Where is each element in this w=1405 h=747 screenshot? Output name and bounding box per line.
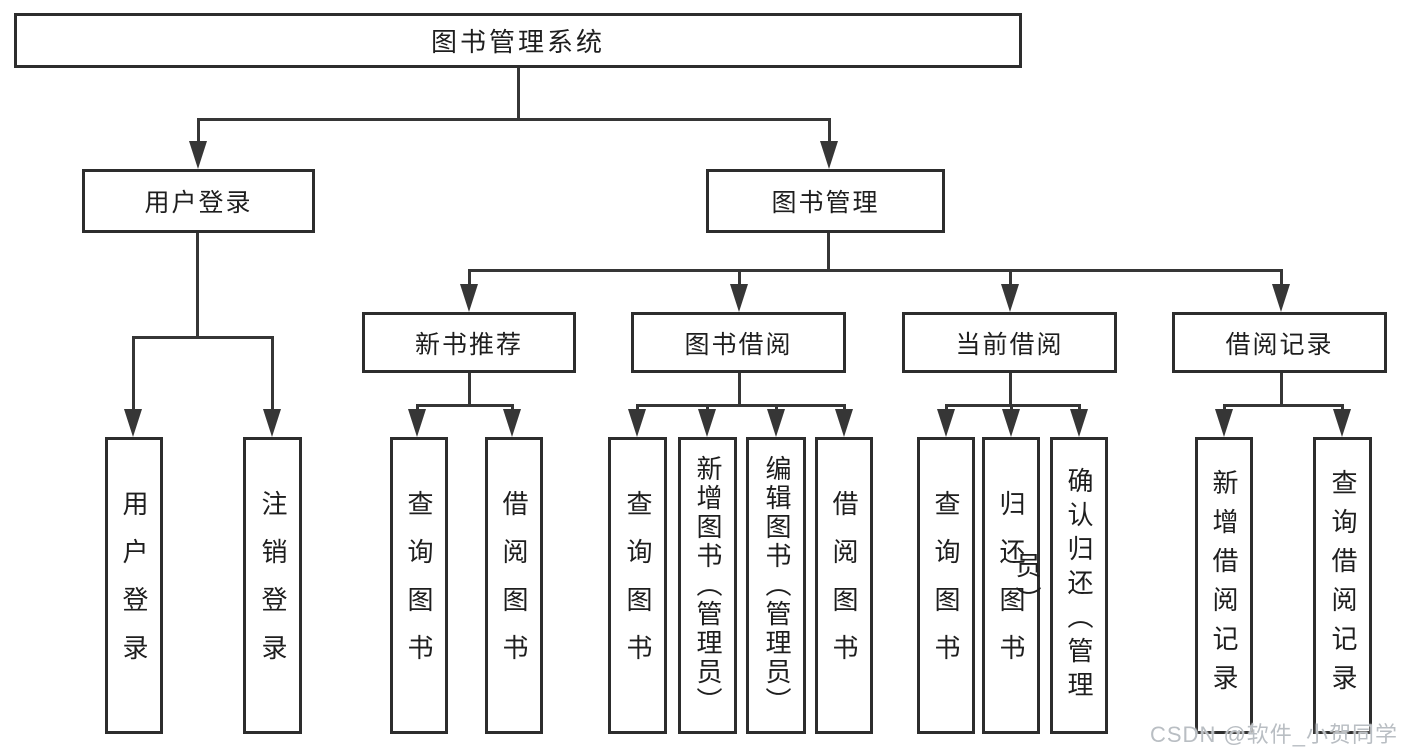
connector-stem-cb-query bbox=[945, 404, 948, 410]
connector-book-management-drop bbox=[827, 233, 830, 269]
arrowhead-cb-confirm bbox=[1070, 409, 1088, 437]
leaf-borrow-add-books-admin: 新增图书（管理员） bbox=[678, 437, 737, 734]
connector-stem-bb-edit bbox=[775, 404, 778, 410]
leaf-current-confirm-return-admin: 确认归还（管理员） bbox=[1012, 437, 1108, 734]
connector-stem-nb-borrow bbox=[511, 404, 514, 410]
connector-user-login-drop bbox=[196, 233, 199, 337]
connector-stem-book-management bbox=[828, 118, 831, 144]
connector-stem-current-borrow bbox=[1009, 269, 1012, 284]
connector-user-login-bar bbox=[133, 336, 273, 339]
connector-stem-cb-return bbox=[1010, 404, 1013, 410]
arrowhead-br-add bbox=[1215, 409, 1233, 437]
leaf-records-add-borrow-record: 新增借阅记录 bbox=[1195, 437, 1253, 734]
csdn-watermark: CSDN @软件_小贺同学 bbox=[1150, 722, 1399, 747]
leaf-borrow-query-books: 查询图书 bbox=[608, 437, 667, 734]
connector-book-borrow-drop bbox=[738, 373, 741, 404]
connector-stem-user-login bbox=[197, 118, 200, 144]
node-current-borrow: 当前借阅 bbox=[902, 312, 1117, 373]
leaf-records-query-borrow-record: 查询借阅记录 bbox=[1313, 437, 1372, 734]
arrowhead-leaf-logout bbox=[263, 409, 281, 437]
node-new-book-recommend: 新书推荐 bbox=[362, 312, 576, 373]
connector-stem-br-add bbox=[1223, 404, 1226, 410]
connector-stem-bb-borrow bbox=[843, 404, 846, 410]
connector-new-book-bar bbox=[417, 404, 513, 407]
arrowhead-book-borrow bbox=[730, 284, 748, 312]
connector-stem-bb-query bbox=[636, 404, 639, 410]
arrowhead-cb-query bbox=[937, 409, 955, 437]
node-borrow-records-label: 借阅记录 bbox=[1225, 330, 1334, 359]
node-current-borrow-label: 当前借阅 bbox=[955, 330, 1064, 359]
connector-level3-bar bbox=[469, 269, 1282, 272]
node-borrow-records: 借阅记录 bbox=[1172, 312, 1387, 373]
connector-stem-bb-add bbox=[706, 404, 709, 410]
arrowhead-bb-query bbox=[628, 409, 646, 437]
arrowhead-nb-query bbox=[408, 409, 426, 437]
leaf-logout: 注销登录 bbox=[243, 437, 302, 734]
node-root: 图书管理系统 bbox=[14, 13, 1022, 68]
arrowhead-bb-borrow bbox=[835, 409, 853, 437]
connector-book-borrow-bar bbox=[637, 404, 845, 407]
node-book-borrow: 图书借阅 bbox=[631, 312, 846, 373]
node-new-book-recommend-label: 新书推荐 bbox=[414, 330, 523, 359]
arrowhead-borrow-records bbox=[1272, 284, 1290, 312]
node-root-label: 图书管理系统 bbox=[430, 27, 605, 57]
leaf-current-query-books: 查询图书 bbox=[917, 437, 975, 734]
connector-stem-cb-confirm bbox=[1078, 404, 1081, 410]
connector-stem-borrow-records bbox=[1280, 269, 1283, 284]
node-book-management-label: 图书管理 bbox=[771, 189, 880, 217]
leaf-borrow-borrow-books: 借阅图书 bbox=[815, 437, 873, 734]
leaf-newbook-query-books: 查询图书 bbox=[390, 437, 448, 734]
arrowhead-leaf-user-login bbox=[124, 409, 142, 437]
node-user-login: 用户登录 bbox=[82, 169, 315, 233]
connector-stem-leaf-logout bbox=[271, 336, 274, 409]
node-book-borrow-label: 图书借阅 bbox=[684, 330, 793, 359]
leaf-user-login: 用户登录 bbox=[105, 437, 163, 734]
arrowhead-user-login bbox=[189, 141, 207, 169]
arrowhead-new-book bbox=[460, 284, 478, 312]
node-book-management: 图书管理 bbox=[706, 169, 945, 233]
arrowhead-current-borrow bbox=[1001, 284, 1019, 312]
connector-stem-leaf-user-login bbox=[132, 336, 135, 409]
arrowhead-br-query bbox=[1333, 409, 1351, 437]
leaf-borrow-edit-books-admin: 编辑图书（管理员） bbox=[746, 437, 806, 734]
arrowhead-bb-edit bbox=[767, 409, 785, 437]
arrowhead-nb-borrow bbox=[503, 409, 521, 437]
connector-root-drop bbox=[517, 68, 520, 118]
connector-stem-nb-query bbox=[416, 404, 419, 410]
connector-new-book-drop bbox=[468, 373, 471, 404]
connector-stem-br-query bbox=[1341, 404, 1344, 410]
connector-level1-bar bbox=[198, 118, 830, 121]
arrowhead-bb-add bbox=[698, 409, 716, 437]
leaf-current-return-books: 归还图书 bbox=[982, 437, 1040, 734]
connector-borrow-records-bar bbox=[1224, 404, 1343, 407]
connector-current-borrow-drop bbox=[1009, 373, 1012, 404]
node-user-login-label: 用户登录 bbox=[144, 189, 253, 217]
arrowhead-cb-return bbox=[1002, 409, 1020, 437]
connector-borrow-records-drop bbox=[1280, 373, 1283, 404]
connector-stem-book-borrow bbox=[738, 269, 741, 284]
leaf-newbook-borrow-books: 借阅图书 bbox=[485, 437, 543, 734]
connector-stem-new-book bbox=[468, 269, 471, 284]
arrowhead-book-management bbox=[820, 141, 838, 169]
connector-current-borrow-bar bbox=[946, 404, 1080, 407]
